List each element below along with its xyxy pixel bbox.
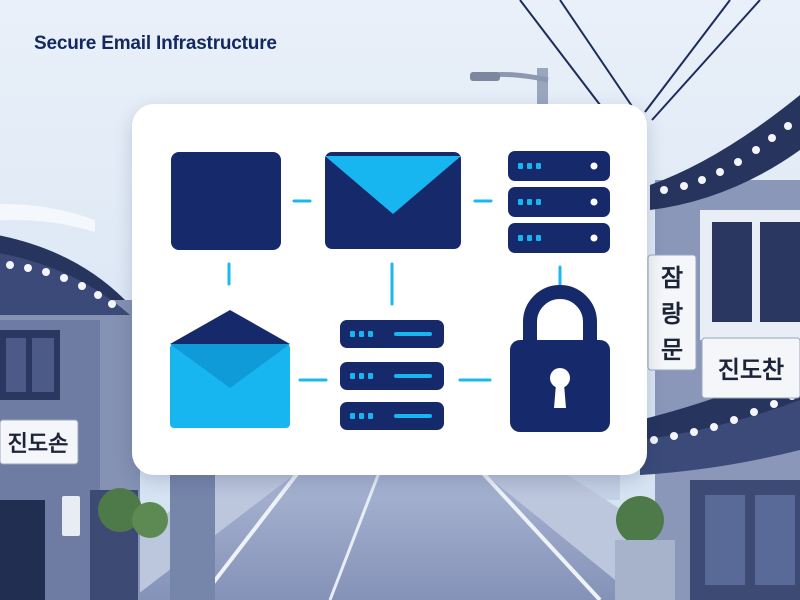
page-title: Secure Email Infrastructure [34, 33, 277, 54]
diagram-card [132, 104, 647, 475]
vertical-sign-char-1: 잠 [661, 264, 683, 292]
road-edge-right [478, 468, 602, 600]
server-rack-icon [340, 320, 444, 430]
closed-envelope-icon [325, 152, 461, 249]
square-box-icon [171, 152, 281, 250]
open-envelope-icon [170, 310, 290, 428]
padlock-icon [510, 285, 610, 432]
left-shop-sign: 진도손 [8, 432, 69, 457]
vertical-sign-char-2: 랑 [661, 300, 683, 328]
road-line [328, 469, 382, 600]
right-building: 잠 랑 문 진도찬 [615, 95, 800, 600]
left-building: 진도손 [0, 204, 215, 600]
vertical-sign-char-3: 문 [661, 336, 683, 364]
server-rack-icon [508, 151, 610, 253]
right-shop-sign: 진도찬 [718, 356, 784, 384]
power-lines [519, 0, 761, 121]
road-edge-left [198, 468, 302, 600]
infrastructure-diagram [170, 151, 610, 432]
connectors [227, 199, 562, 382]
